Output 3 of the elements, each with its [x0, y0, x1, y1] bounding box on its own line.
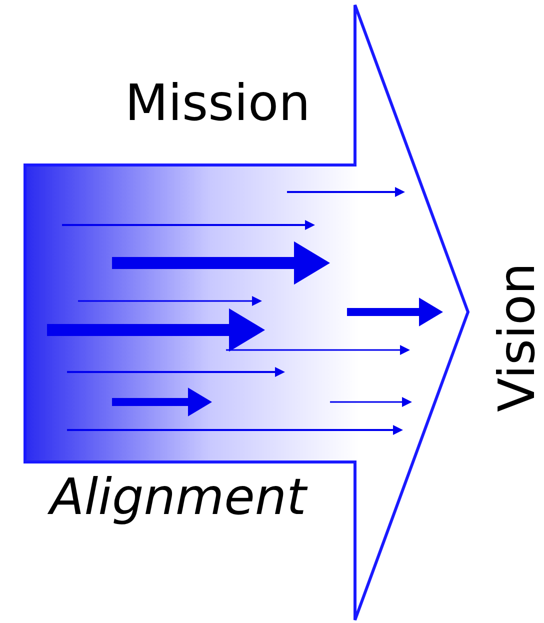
heading-label: Alignment [50, 472, 306, 522]
heading-label: Mission [125, 78, 310, 128]
heading-label: Vision [492, 262, 542, 412]
